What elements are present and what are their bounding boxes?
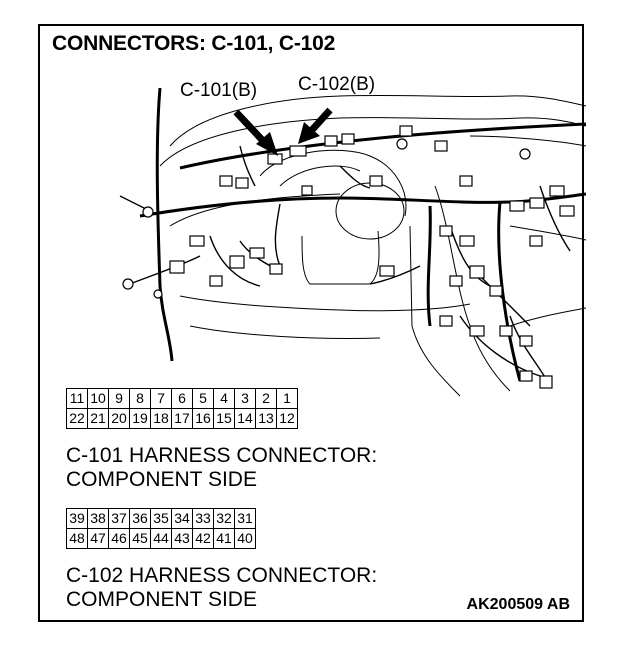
c101-pin-cell: 20: [108, 408, 130, 429]
dashboard-harness-illustration: [119, 87, 586, 397]
c102-pin-cell: 32: [213, 508, 235, 529]
c102-pin-cell: 33: [192, 508, 214, 529]
c101-pin-cell: 14: [234, 408, 256, 429]
diagram-frame: CONNECTORS: C-101, C-102: [38, 24, 586, 622]
c101-pin-cell: 13: [255, 408, 277, 429]
reference-code: AK200509 AB: [466, 596, 570, 613]
c102-pin-cell: 42: [192, 528, 214, 549]
callout-c101: C-101(B): [180, 80, 258, 101]
c102-pin-cell: 45: [129, 528, 151, 549]
c102-pin-cell: 31: [234, 508, 256, 529]
c102-pin-cell: 46: [108, 528, 130, 549]
c101-caption-line2: COMPONENT SIDE: [66, 468, 257, 491]
c101-pin-cell: 12: [276, 408, 298, 429]
c101-pin-cell: 7: [150, 388, 172, 409]
c101-pin-cell: 1: [276, 388, 298, 409]
c101-caption-line1: C-101 HARNESS CONNECTOR:: [66, 444, 378, 467]
c101-pin-cell: 2: [255, 388, 277, 409]
c102-pin-cell: 43: [171, 528, 193, 549]
c102-pin-cell: 38: [87, 508, 109, 529]
c101-pin-cell: 11: [66, 388, 88, 409]
c102-pin-cell: 34: [171, 508, 193, 529]
c102-caption-line1: C-102 HARNESS CONNECTOR:: [66, 564, 378, 587]
c101-pin-cell: 16: [192, 408, 214, 429]
grommets: [122, 138, 531, 299]
c102-pin-cell: 44: [150, 528, 172, 549]
c101-pin-cell: 19: [129, 408, 151, 429]
c102-pin-cell: 39: [66, 508, 88, 529]
c102-pin-cell: 40: [234, 528, 256, 549]
c102-pin-cell: 47: [87, 528, 109, 549]
branch-wires: [119, 145, 571, 387]
connector-blocks: [169, 125, 575, 389]
c101-pin-cell: 17: [171, 408, 193, 429]
c102-pin-cell: 48: [66, 528, 88, 549]
dashboard-outline: [159, 94, 586, 397]
c101-pin-cell: 3: [234, 388, 256, 409]
c102-pin-cell: 35: [150, 508, 172, 529]
c101-pin-cell: 22: [66, 408, 88, 429]
c101-pin-cell: 5: [192, 388, 214, 409]
c101-pin-cell: 6: [171, 388, 193, 409]
callout-arrows: [233, 107, 333, 156]
c102-pin-cell: 37: [108, 508, 130, 529]
c101-pin-cell: 21: [87, 408, 109, 429]
callout-c102: C-102(B): [298, 74, 376, 95]
c102-caption-line2: COMPONENT SIDE: [66, 588, 257, 611]
diagram-title: CONNECTORS: C-101, C-102: [52, 32, 336, 55]
c101-pin-cell: 9: [108, 388, 130, 409]
c101-pin-cell: 15: [213, 408, 235, 429]
c101-pin-cell: 10: [87, 388, 109, 409]
c101-pin-cell: 4: [213, 388, 235, 409]
c102-pin-cell: 41: [213, 528, 235, 549]
c101-pin-cell: 18: [150, 408, 172, 429]
c102-pin-cell: 36: [129, 508, 151, 529]
c101-pin-cell: 8: [129, 388, 151, 409]
